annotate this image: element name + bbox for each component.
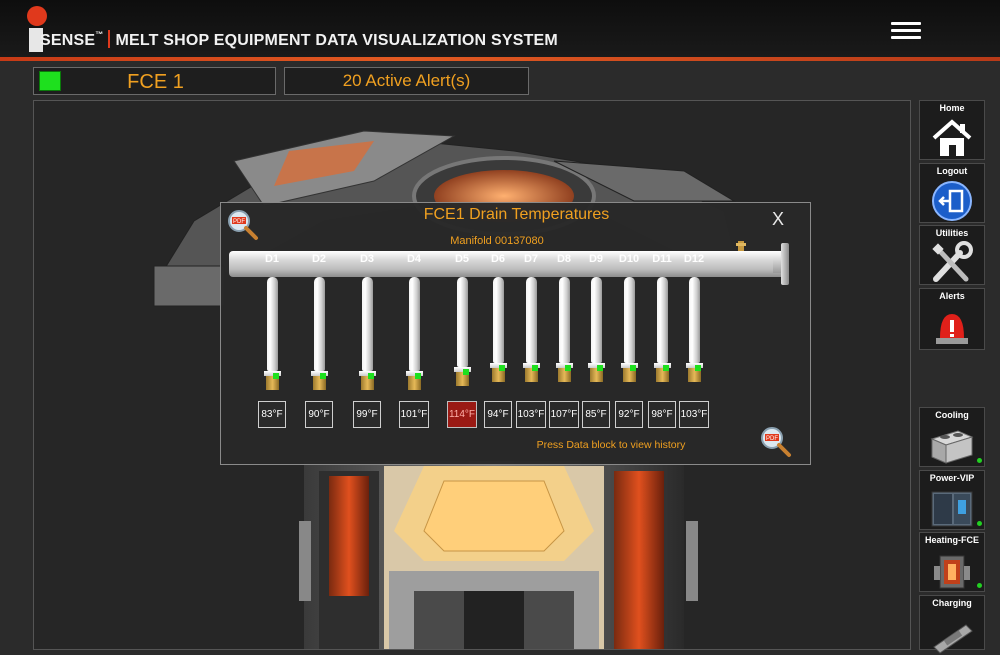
temp-block-d4[interactable]: 101°F: [399, 401, 429, 428]
temp-block-d12[interactable]: 103°F: [679, 401, 709, 428]
furnace-illustration: [152, 130, 736, 649]
wrench-screwdriver-icon: [932, 241, 973, 282]
temp-block-d8[interactable]: 107°F: [549, 401, 579, 428]
app-header: SENSE™ MELT SHOP EQUIPMENT DATA VISUALIZA…: [0, 0, 1000, 58]
nav-charging-button[interactable]: Charging: [919, 595, 985, 654]
nav-heating-fce-button[interactable]: Heating-FCE: [919, 532, 985, 592]
close-icon[interactable]: X: [772, 209, 785, 229]
system-title: MELT SHOP EQUIPMENT DATA VISUALIZATION S…: [115, 32, 558, 49]
drain-label-d8: D8: [556, 253, 572, 265]
brand-separator: [108, 30, 111, 48]
furnace-name: FCE 1: [127, 71, 184, 93]
drain-label-d12: D12: [683, 253, 705, 265]
header-accent-line: [0, 57, 1000, 61]
nav-heating-fce-label: Heating-FCE: [925, 535, 979, 545]
nav-utilities-button[interactable]: Utilities: [919, 225, 985, 285]
nav-logout-label: Logout: [936, 166, 968, 176]
temp-block-d1[interactable]: 83°F: [258, 401, 286, 428]
temp-block-d9[interactable]: 85°F: [582, 401, 610, 428]
drain-label-d5: D5: [454, 253, 470, 265]
history-hint[interactable]: Press Data block to view history: [536, 439, 686, 451]
nav-cooling-label: Cooling: [935, 410, 969, 420]
temp-block-d5[interactable]: 114°F: [447, 401, 477, 428]
nav-logout-button[interactable]: Logout: [919, 163, 985, 223]
temp-block-d3[interactable]: 99°F: [353, 401, 381, 428]
logo-i-bar: [29, 28, 43, 52]
active-alerts-button[interactable]: 20 Active Alert(s): [284, 67, 529, 95]
svg-text:PDF: PDF: [233, 219, 245, 225]
nav-home-button[interactable]: Home: [919, 100, 985, 160]
home-icon: [932, 119, 972, 156]
nav-utilities-label: Utilities: [935, 228, 969, 238]
nav-alerts-button[interactable]: Alerts: [919, 288, 985, 350]
app-title: SENSE™ MELT SHOP EQUIPMENT DATA VISUALIZA…: [40, 30, 558, 50]
drain-label-d1: D1: [264, 253, 280, 265]
brand-name: SENSE: [40, 32, 96, 49]
pdf-magnify-icon-bottom[interactable]: PDF: [758, 425, 792, 459]
drain-label-d4: D4: [406, 253, 422, 265]
power-vip-status-dot: [977, 521, 982, 526]
nav-power-vip-label: Power-VIP: [929, 473, 975, 483]
nav-alerts-label: Alerts: [939, 291, 965, 301]
manifold-pipe: [229, 251, 785, 277]
manifold-valve-icon: [736, 241, 746, 251]
drain-label-d3: D3: [359, 253, 375, 265]
nav-home-label: Home: [939, 103, 965, 113]
drain-label-d2: D2: [311, 253, 327, 265]
temp-block-d11[interactable]: 98°F: [648, 401, 676, 428]
temp-block-d10[interactable]: 92°F: [615, 401, 643, 428]
svg-text:PDF: PDF: [766, 436, 778, 442]
drain-label-d11: D11: [652, 253, 672, 265]
temp-block-d6[interactable]: 94°F: [484, 401, 512, 428]
drain-temperatures-dialog: PDF FCE1 Drain Temperatures X Manifold 0…: [220, 202, 811, 465]
dialog-title: FCE1 Drain Temperatures: [423, 206, 610, 223]
temp-block-d2[interactable]: 90°F: [305, 401, 333, 428]
brand-trademark: ™: [95, 30, 104, 39]
furnace-status: FCE 1: [33, 67, 276, 95]
pdf-magnify-icon[interactable]: PDF: [225, 208, 259, 242]
manifold-label: Manifold 00137080: [450, 235, 544, 247]
drain-label-d9: D9: [588, 253, 604, 265]
manifold-flange: [781, 243, 789, 285]
drain-label-d7: D7: [523, 253, 539, 265]
drain-label-d10: D10: [618, 253, 640, 265]
alarm-light-icon: [936, 314, 968, 344]
nav-power-vip-button[interactable]: Power-VIP: [919, 470, 985, 530]
nav-cooling-button[interactable]: Cooling: [919, 407, 985, 467]
drain-label-d6: D6: [490, 253, 506, 265]
cooling-status-dot: [977, 458, 982, 463]
charger-icon: [933, 624, 973, 654]
logout-icon: [932, 181, 972, 221]
nav-charging-label: Charging: [932, 598, 972, 608]
furnace-status-indicator: [39, 71, 61, 91]
temp-block-d7[interactable]: 103°F: [516, 401, 546, 428]
power-cabinet-icon: [931, 491, 973, 527]
logo-dot: [27, 6, 47, 26]
furnace-icon: [934, 555, 970, 589]
cooling-unit-icon: [930, 430, 974, 464]
hamburger-menu-icon[interactable]: [891, 22, 921, 42]
heating-fce-status-dot: [977, 583, 982, 588]
